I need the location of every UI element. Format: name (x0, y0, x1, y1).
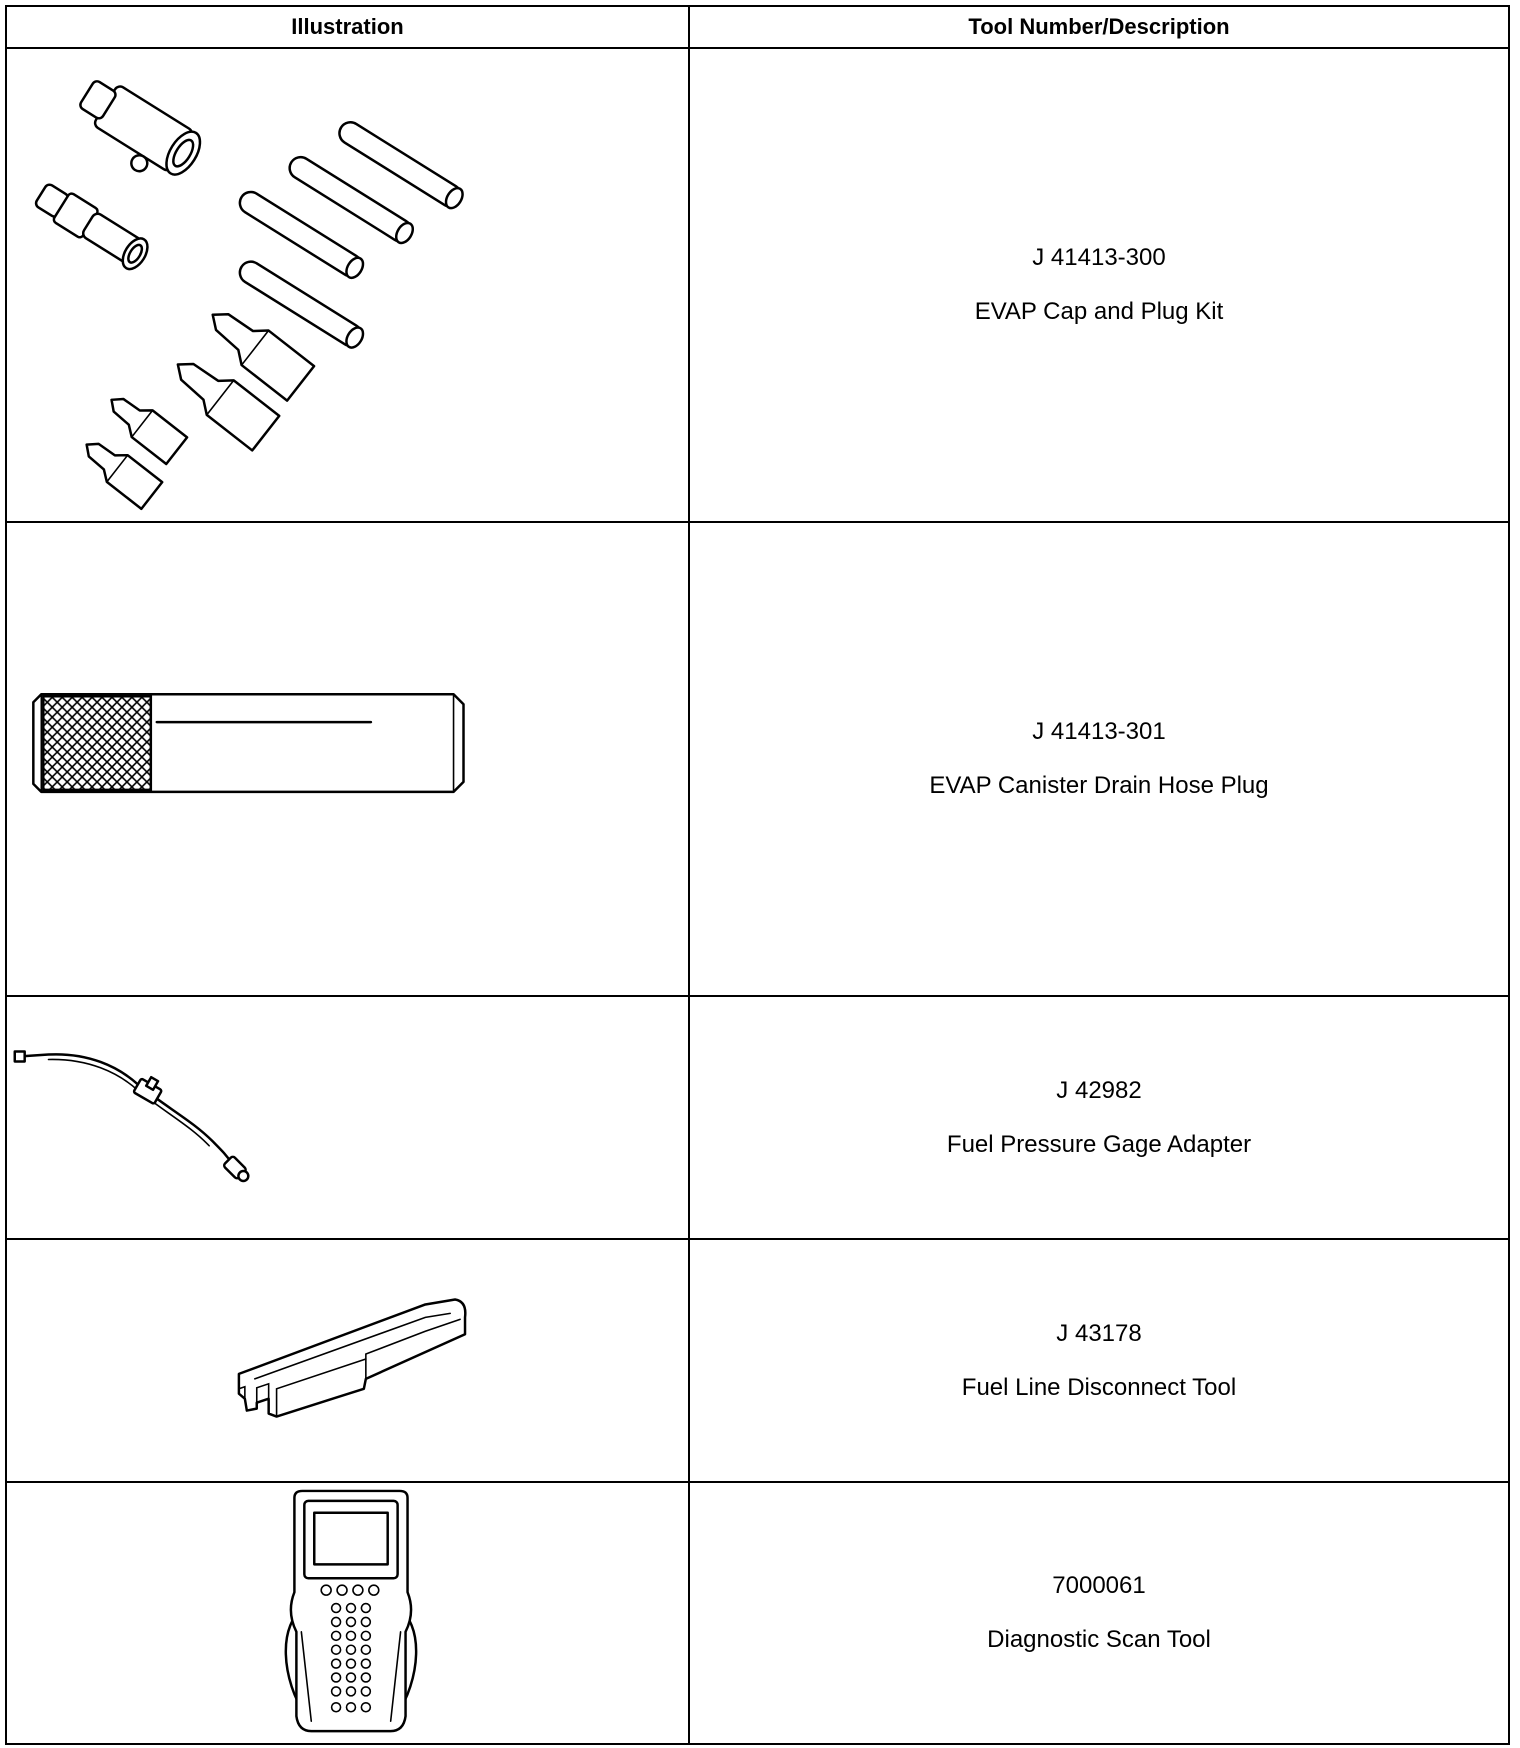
diagnostic-scan-tool-icon (284, 1489, 418, 1733)
table-header-row: Illustration Tool Number/Description (5, 5, 1510, 49)
fuel-line-disconnect-tool-icon (237, 1298, 467, 1418)
description-cell: J 43178 Fuel Line Disconnect Tool (688, 1238, 1510, 1483)
tool-number: J 41413-300 (1032, 244, 1166, 271)
tool-description: Fuel Pressure Gage Adapter (946, 1130, 1252, 1158)
tool-description: Fuel Line Disconnect Tool (961, 1373, 1237, 1401)
tool-number: J 41413-301 (1032, 718, 1166, 745)
tool-description: EVAP Cap and Plug Kit (974, 298, 1224, 325)
description-cell: J 41413-301 EVAP Canister Drain Hose Plu… (688, 521, 1510, 997)
tool-number: J 43178 (1056, 1319, 1142, 1347)
illustration-cell (5, 1481, 690, 1745)
tool-description: EVAP Canister Drain Hose Plug (929, 772, 1269, 799)
description-cell: 7000061 Diagnostic Scan Tool (688, 1481, 1510, 1745)
description-cell: J 42982 Fuel Pressure Gage Adapter (688, 995, 1510, 1240)
tool-number: J 42982 (1056, 1076, 1142, 1104)
table-row: J 41413-301 EVAP Canister Drain Hose Plu… (5, 521, 1510, 997)
drain-hose-plug-icon (32, 693, 465, 794)
description-column-header: Tool Number/Description (688, 5, 1510, 49)
table-row: J 43178 Fuel Line Disconnect Tool (5, 1238, 1510, 1483)
illustration-cell (5, 47, 690, 523)
tool-description: Diagnostic Scan Tool (987, 1626, 1211, 1653)
illustration-cell (5, 995, 690, 1240)
illustration-cell (5, 1238, 690, 1483)
illustration-cell (5, 521, 690, 997)
table-row: J 41413-300 EVAP Cap and Plug Kit (5, 47, 1510, 523)
table-row: 7000061 Diagnostic Scan Tool (5, 1481, 1510, 1745)
fuel-pressure-gage-adapter-icon (13, 1050, 250, 1183)
illustration-column-header: Illustration (5, 5, 690, 49)
table-row: J 42982 Fuel Pressure Gage Adapter (5, 995, 1510, 1240)
evap-cap-plug-kit-icon (34, 80, 464, 511)
description-cell: J 41413-300 EVAP Cap and Plug Kit (688, 47, 1510, 523)
tool-number: 7000061 (1052, 1572, 1146, 1599)
special-tools-table: Illustration Tool Number/Description (5, 5, 1510, 1745)
